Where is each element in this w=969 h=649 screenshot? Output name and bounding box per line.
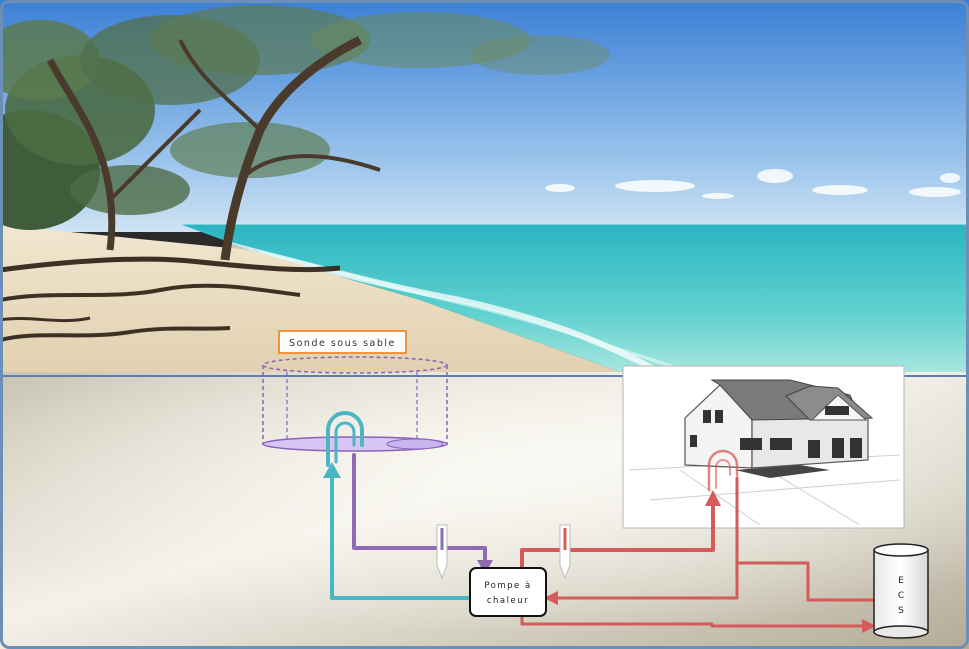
- hot-to-house-pipe: [520, 503, 715, 570]
- tank-letter-c: C: [898, 591, 904, 601]
- house-icon: [684, 379, 874, 478]
- return-loop-pipe: [352, 453, 487, 564]
- sand: [0, 225, 620, 372]
- heat-pump-label-line1: Pompe à: [484, 581, 531, 591]
- ecs-tank: E C S: [873, 543, 929, 639]
- tank-supply-arrow: [862, 619, 876, 633]
- probe-u-loop-inner: [334, 421, 356, 464]
- thermometer-icon: [436, 524, 448, 580]
- cold-loop-arrow: [323, 462, 341, 478]
- tank-supply-pipe: [520, 610, 872, 628]
- probe-u-loop-outer: [326, 411, 364, 467]
- clouds: [545, 169, 961, 199]
- heat-pump-box: Pompe à chaleur: [469, 567, 547, 617]
- tank-letter-e: E: [898, 576, 904, 586]
- cold-loop-pipe: [330, 473, 470, 600]
- hot-to-house-arrow: [705, 490, 721, 506]
- tank-letter-s: S: [898, 606, 904, 616]
- house-inset: [622, 365, 905, 529]
- house-u-loop: [707, 449, 739, 492]
- sea: [180, 224, 969, 372]
- house-return-arrow: [544, 591, 558, 605]
- probe-label-text: Sonde sous sable: [289, 338, 396, 349]
- piping: [323, 411, 907, 633]
- trees: [0, 5, 610, 342]
- probe-label: Sonde sous sable: [278, 330, 407, 354]
- heat-pump-label-line2: chaleur: [487, 596, 529, 606]
- tank-return-pipe: [736, 561, 882, 602]
- house-return-pipe: [553, 476, 739, 600]
- beach-photo: [0, 0, 969, 375]
- thermometer-icon: [559, 524, 571, 580]
